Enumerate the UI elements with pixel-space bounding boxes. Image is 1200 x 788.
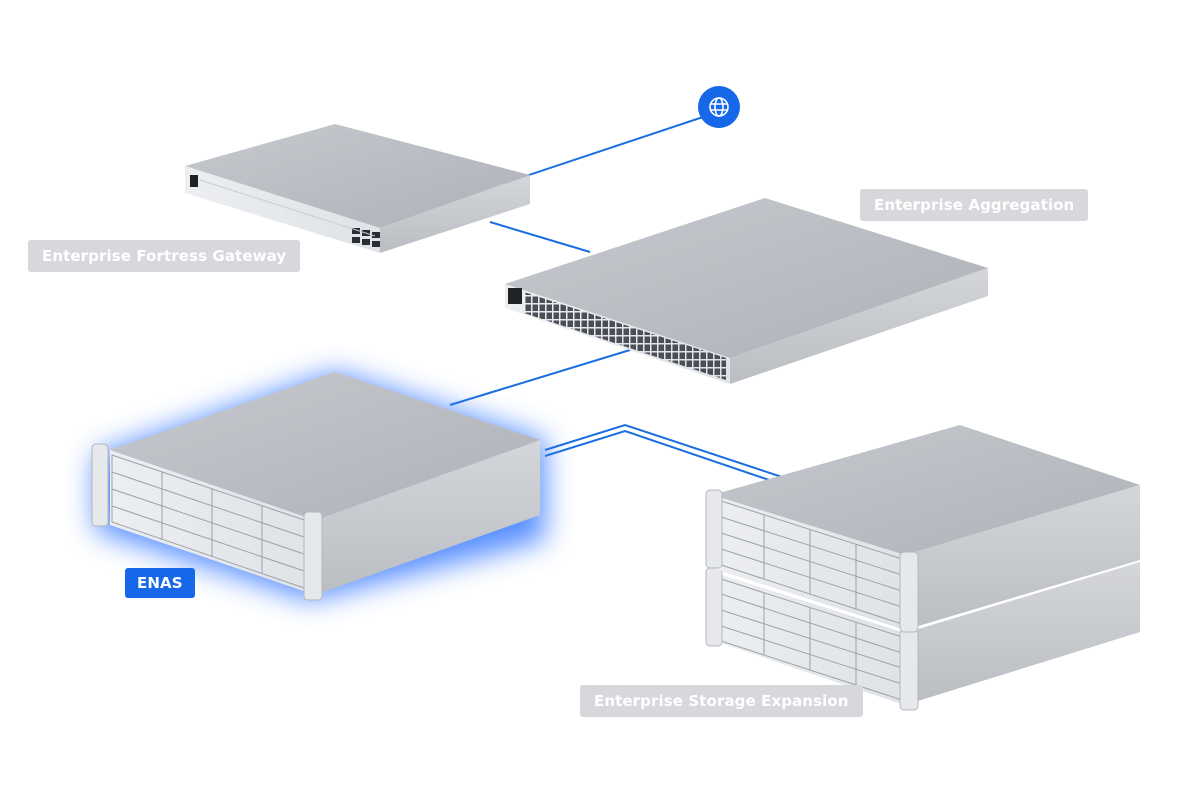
links <box>449 116 783 484</box>
gateway-device[interactable] <box>185 124 530 253</box>
aggregation-device[interactable] <box>505 198 988 384</box>
expansion-device[interactable] <box>705 425 1140 711</box>
globe-icon <box>709 97 729 117</box>
link-gateway-aggregation <box>489 221 591 253</box>
link-enas-expansion-b <box>544 429 779 484</box>
internet-node[interactable] <box>698 86 740 128</box>
link-enas-expansion-a <box>544 423 783 478</box>
expansion-label[interactable]: Enterprise Storage Expansion <box>580 685 863 717</box>
enas-label[interactable]: ENAS <box>125 568 195 598</box>
link-aggregation-enas <box>449 349 631 406</box>
gateway-label[interactable]: Enterprise Fortress Gateway <box>28 240 301 272</box>
aggregation-label[interactable]: Enterprise Aggregation <box>860 189 1089 221</box>
link-gateway-internet <box>504 116 704 184</box>
enas-device[interactable] <box>91 372 545 601</box>
